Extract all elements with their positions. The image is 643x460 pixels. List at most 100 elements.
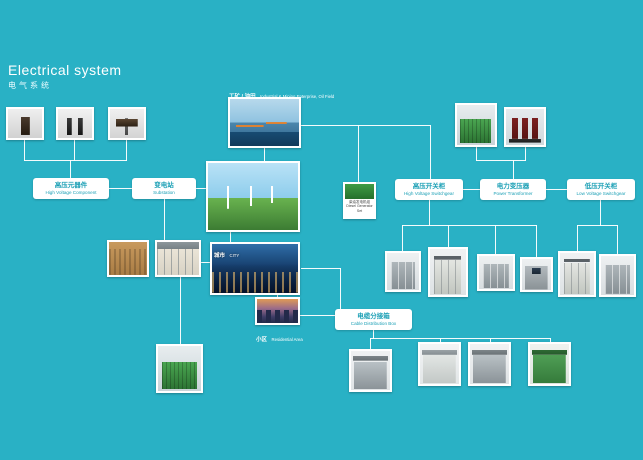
residential-caption-en: Residential Area xyxy=(271,337,303,342)
connector-line xyxy=(370,338,371,350)
residential-caption-zh: 小区 xyxy=(256,337,268,343)
connector-line xyxy=(370,338,551,339)
connector-line xyxy=(463,189,480,190)
connector-line xyxy=(230,232,231,243)
photo-prefabricated-substation xyxy=(155,240,201,277)
photo-residential-area xyxy=(255,297,300,325)
switchgear-cabinet-6-image xyxy=(601,256,634,295)
power-transformer-label-en: Power Transformer xyxy=(493,191,533,197)
industrial-caption-en: Industrial & Mining Enterprise, Oil Fiel… xyxy=(260,94,335,99)
oil-transformer-image xyxy=(457,105,495,145)
photo-oil-immersed-transformer xyxy=(156,344,203,393)
residential-area-image xyxy=(257,299,298,323)
power-transformer-label-zh: 电力变压器 xyxy=(496,182,530,190)
connector-line xyxy=(126,140,127,161)
diesel-generator-caption-en: Diesel Generator Set xyxy=(346,204,373,213)
distribution-box-2-image xyxy=(420,344,459,384)
substation-label-en: Substation xyxy=(153,190,175,196)
city-caption-en: CITY xyxy=(229,253,240,258)
photo-distribution-box-2 xyxy=(418,342,461,386)
photo-switchgear-cabinet-5 xyxy=(558,251,596,297)
connector-line xyxy=(536,225,537,258)
dry-type-transformer-image xyxy=(506,109,544,145)
connector-line xyxy=(550,338,551,343)
connector-line xyxy=(358,125,359,183)
connector-line xyxy=(300,315,336,316)
connector-line xyxy=(617,225,618,255)
connector-line xyxy=(546,189,567,190)
connector-line xyxy=(440,338,441,343)
diesel-generator-caption-zh: 柴油发电机组 xyxy=(349,200,370,204)
distribution-box-1-image xyxy=(351,351,390,390)
photo-disconnect-switch xyxy=(56,107,94,140)
connector-line xyxy=(476,160,526,161)
photo-switchgear-cabinet-6 xyxy=(599,254,636,297)
distribution-box-4-image xyxy=(530,344,569,384)
page-title: Electrical system 电气系统 xyxy=(8,62,122,91)
wind-farm-image xyxy=(208,163,298,230)
node-high-voltage-component: 高压元器件 High Voltage Component xyxy=(33,178,109,199)
high-voltage-component-label-en: High Voltage Component xyxy=(45,190,97,196)
photo-industrial-site xyxy=(228,97,301,148)
photo-wind-farm xyxy=(206,161,300,232)
connector-line xyxy=(448,225,449,248)
connector-line xyxy=(264,148,265,162)
cable-distribution-box-label-en: Cable Distribution Box xyxy=(350,321,397,327)
connector-line xyxy=(577,225,578,252)
switchgear-cabinet-5-image xyxy=(560,253,594,295)
oil-immersed-transformer-image xyxy=(158,346,201,391)
connector-line xyxy=(70,160,71,178)
node-low-voltage-switchgear: 低压开关柜 Low Voltage Switchgear xyxy=(567,179,635,200)
connector-line xyxy=(301,125,431,126)
photo-city: 城市 CITY xyxy=(210,242,300,295)
connector-line xyxy=(495,225,496,255)
connector-line xyxy=(164,199,165,241)
high-voltage-switchgear-label-zh: 高压开关柜 xyxy=(412,182,446,190)
switchgear-cabinet-1-image xyxy=(387,253,419,290)
connector-line xyxy=(429,200,430,226)
city-image xyxy=(212,244,298,293)
connector-line xyxy=(74,140,75,161)
connector-line xyxy=(24,140,25,161)
photo-dry-type-transformer xyxy=(504,107,546,147)
city-caption-zh: 城市 xyxy=(214,253,226,259)
high-voltage-insulator-image xyxy=(8,109,42,138)
diesel-generator-image xyxy=(345,184,374,199)
substation-label-zh: 变电站 xyxy=(154,181,174,189)
node-power-transformer: 电力变压器 Power Transformer xyxy=(480,179,546,200)
cable-distribution-box-label-zh: 电缆分接箱 xyxy=(357,312,390,320)
connector-line xyxy=(490,338,491,343)
diesel-generator-caption: 柴油发电机组 Diesel Generator Set xyxy=(345,200,374,213)
photo-distribution-box-4 xyxy=(528,342,571,386)
connector-line xyxy=(301,268,341,269)
photo-high-voltage-insulator xyxy=(6,107,44,140)
photo-diesel-generator: 柴油发电机组 Diesel Generator Set xyxy=(343,182,376,219)
photo-oil-transformer xyxy=(455,103,497,147)
connector-line xyxy=(24,160,127,161)
connector-line xyxy=(180,277,181,345)
low-voltage-switchgear-label-en: Low Voltage Switchgear xyxy=(576,191,626,197)
photo-distribution-box-3 xyxy=(468,342,511,386)
connector-line xyxy=(277,294,278,298)
circuit-breaker-image xyxy=(110,109,144,138)
node-substation: 变电站 Substation xyxy=(132,178,196,199)
low-voltage-switchgear-label-zh: 低压开关柜 xyxy=(584,182,618,190)
switchgear-cabinet-3-image xyxy=(479,256,513,289)
high-voltage-component-label-zh: 高压元器件 xyxy=(54,181,88,189)
residential-caption: 小区 Residential Area xyxy=(256,327,336,348)
connector-line xyxy=(525,147,526,161)
connector-line xyxy=(600,200,601,226)
connector-line xyxy=(373,330,374,339)
distribution-box-3-image xyxy=(470,344,509,384)
connector-line xyxy=(430,125,431,180)
photo-container-substation xyxy=(107,240,149,277)
connector-line xyxy=(513,160,514,179)
city-caption: 城市 CITY xyxy=(214,244,239,262)
photo-switchgear-cabinet-1 xyxy=(385,251,421,292)
switchgear-cabinet-4-image xyxy=(522,259,551,290)
container-substation-image xyxy=(109,242,147,275)
connector-line xyxy=(476,147,477,161)
node-cable-distribution-box: 电缆分接箱 Cable Distribution Box xyxy=(335,309,412,330)
connector-line xyxy=(402,225,537,226)
